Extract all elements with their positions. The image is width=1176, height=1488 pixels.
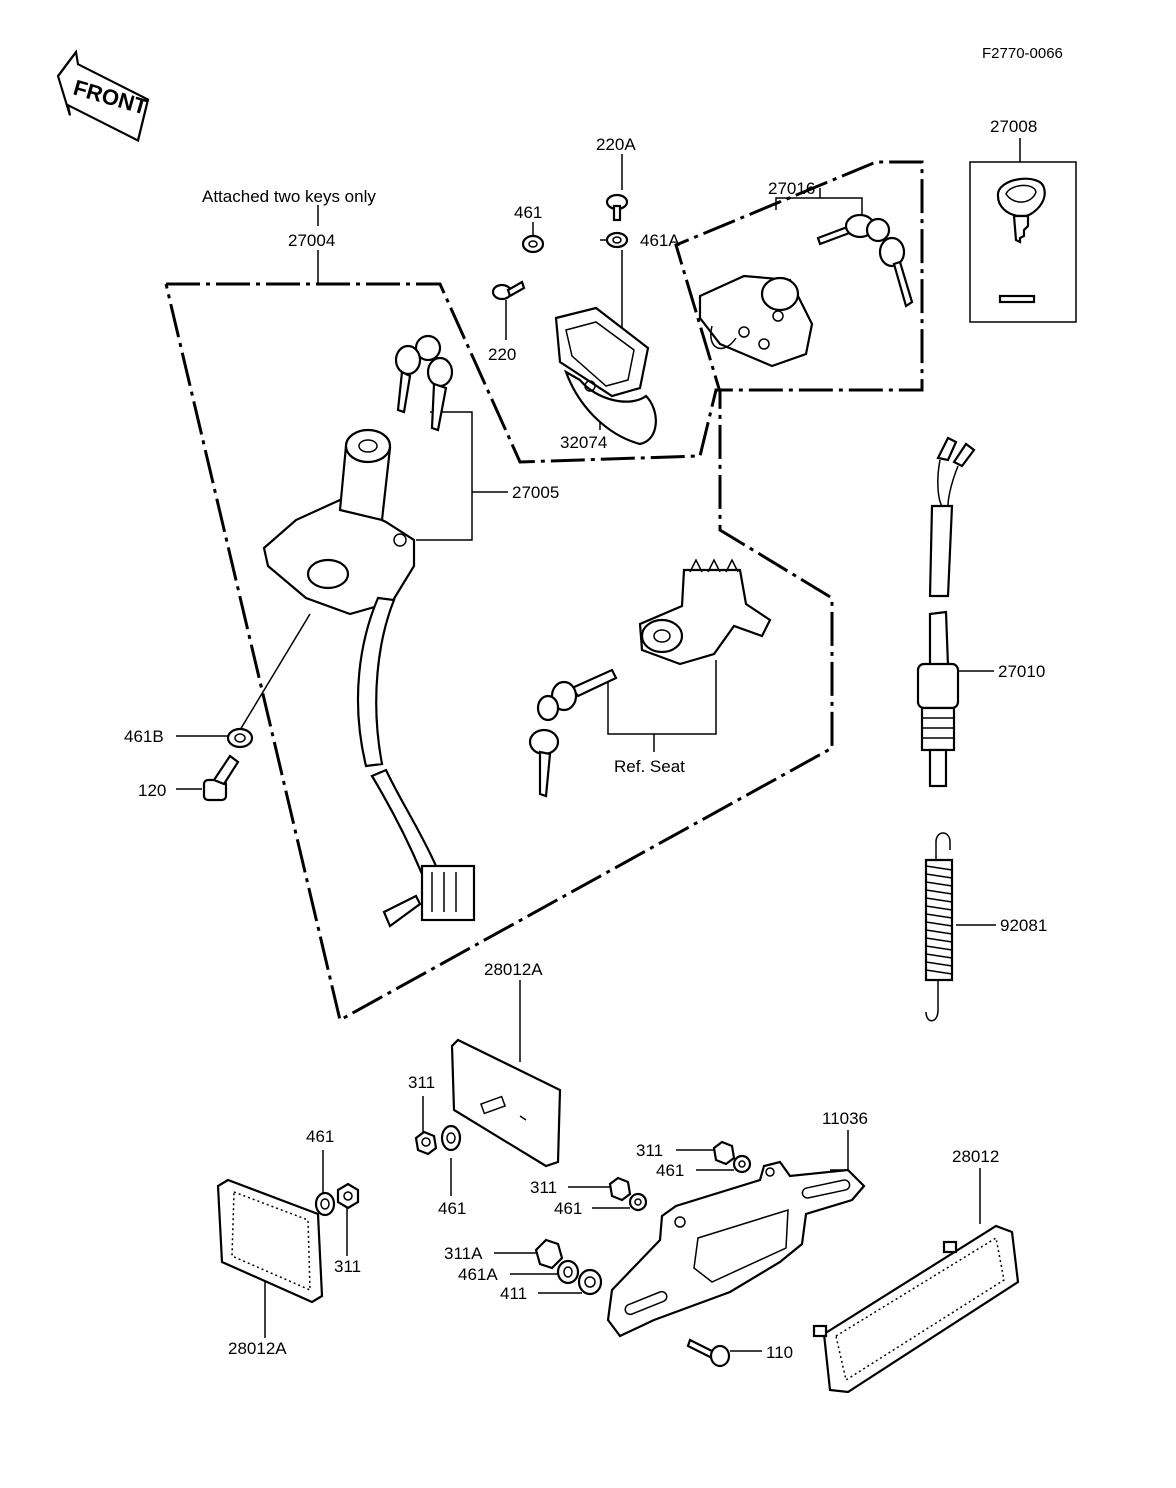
label-28012A-top: 28012A (484, 960, 543, 979)
reflector-28012A-top (450, 1038, 562, 1168)
label-461A-top: 461A (640, 231, 680, 250)
label-311A: 311A (444, 1244, 483, 1263)
label-311-b: 311 (636, 1141, 663, 1160)
washer-461A-bottom-icon (556, 1259, 580, 1285)
label-28012: 28012 (952, 1147, 999, 1166)
screw-220A-icon (605, 193, 629, 222)
label-461A-bottom: 461A (458, 1265, 498, 1284)
group-outline-27004 (164, 160, 924, 1023)
washer-461-c-icon (628, 1192, 648, 1212)
label-461-c: 461 (554, 1199, 582, 1218)
spring-92081-icon (924, 832, 954, 1022)
label-311-a: 311 (408, 1073, 435, 1092)
washer-461-left-icon (314, 1191, 336, 1217)
washer-461B-icon (226, 727, 254, 749)
nut-311A-icon (534, 1238, 564, 1270)
ignition-switch-27005 (262, 428, 476, 928)
label-27005: 27005 (512, 483, 559, 502)
bracket-32074 (554, 306, 657, 446)
label-27008: 27008 (990, 117, 1037, 136)
reflector-28012A-left (216, 1178, 324, 1304)
brake-light-switch-27010 (916, 436, 976, 788)
bolt-110-icon (686, 1338, 731, 1368)
label-311-c: 311 (530, 1178, 557, 1197)
label-411: 411 (500, 1284, 527, 1303)
label-220A: 220A (596, 135, 636, 154)
washer-461A-top-icon (605, 231, 629, 249)
helmet-lock-27016 (698, 274, 814, 368)
nut-311-c-icon (608, 1176, 632, 1202)
note-ref-seat: Ref. Seat (614, 757, 685, 776)
helmet-lock-keys-27016-icon (816, 213, 914, 308)
bolt-120-icon (202, 754, 240, 802)
label-311-left: 311 (334, 1257, 361, 1276)
label-110: 110 (766, 1343, 793, 1362)
key-27008-icon (996, 177, 1046, 304)
ignition-keys-27005-icon (394, 334, 454, 432)
label-461-top: 461 (514, 203, 542, 222)
seat-lock (638, 558, 772, 666)
label-461-a: 461 (438, 1199, 466, 1218)
label-461-left: 461 (306, 1127, 334, 1146)
washer-461-top-icon (521, 234, 545, 254)
front-arrow-icon: FRONT (56, 49, 151, 143)
label-92081: 92081 (1000, 916, 1047, 935)
key-card-frame (969, 161, 1077, 323)
label-220: 220 (488, 345, 516, 364)
nut-311-b-icon (712, 1140, 736, 1166)
label-461B: 461B (124, 727, 164, 746)
washer-461-b-icon (732, 1154, 752, 1174)
washer-411-icon (577, 1268, 603, 1296)
label-32074: 32074 (560, 433, 607, 452)
label-11036: 11036 (822, 1109, 868, 1128)
label-120: 120 (138, 781, 166, 800)
seat-lock-keys-icon (528, 668, 618, 798)
screw-220-icon (491, 280, 526, 301)
label-461-b: 461 (656, 1161, 684, 1180)
washer-461-a-icon (440, 1124, 462, 1152)
note-attached-keys: Attached two keys only (202, 187, 376, 206)
drawing-code: F2770-0066 (982, 45, 1063, 62)
label-28012A-bottom: 28012A (228, 1339, 287, 1358)
label-27016: 27016 (768, 179, 815, 198)
nut-311-left-icon (336, 1182, 360, 1210)
label-27004: 27004 (288, 231, 335, 250)
nut-311-a-icon (414, 1130, 438, 1156)
label-27010: 27010 (998, 662, 1045, 681)
plate-bracket-11036 (606, 1160, 866, 1338)
reflector-28012-right (812, 1224, 1020, 1394)
